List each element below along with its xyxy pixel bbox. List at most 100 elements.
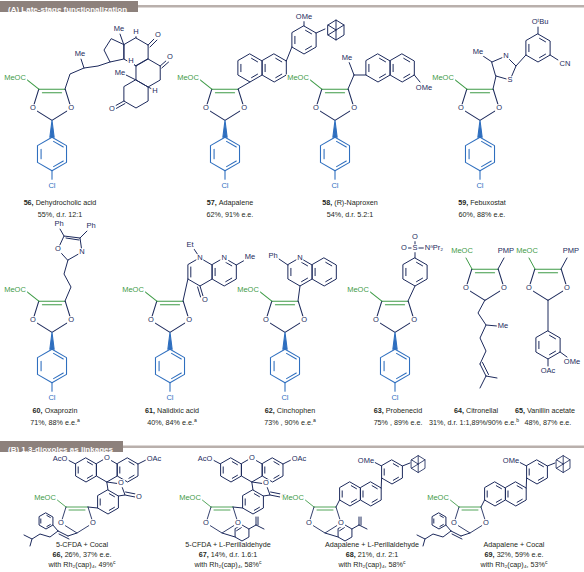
caption-line: 56,Dehydrocholic acid (24, 199, 97, 207)
atom-label: H (132, 28, 139, 36)
caption-text: Adapalene + Cocal (484, 540, 545, 549)
atom-label: O (248, 454, 256, 462)
atom-label: OAc (291, 455, 308, 463)
atom-label: S (506, 76, 513, 84)
caption-text: 62%, 91% e.e. (207, 210, 254, 219)
caption-text: 26%, 37% e.e. (65, 550, 112, 559)
caption-text: Citronellal (466, 406, 498, 415)
header-text: (B) 1,3-dioxoles as linkages (8, 445, 113, 454)
atom-label: MeOC (431, 74, 455, 82)
atom-label: Me (114, 69, 126, 77)
adapalene-fragment (336, 456, 425, 507)
atom-label: S (411, 244, 418, 252)
dioxole-core (449, 499, 486, 533)
compound-number: 60, (33, 406, 43, 415)
compound-number: 69, (485, 550, 495, 559)
atom-label: OAc (540, 367, 557, 375)
atom-label: O (563, 284, 571, 292)
caption-line: 60,Oxaprozin (33, 407, 78, 415)
atom-label: N (220, 254, 227, 262)
dioxole-ring (529, 269, 567, 300)
atom-label: MeOC (515, 247, 539, 255)
atom-label: O (29, 317, 37, 325)
dioxole-core (201, 499, 238, 533)
atom-label: O (500, 284, 508, 292)
atom-label: OMe (415, 84, 433, 92)
section-header: (B) 1,3-dioxoles as linkages (0, 441, 123, 452)
atom-label: Cl (390, 394, 399, 402)
caption-text: 21%, d.r. 2:1 (358, 550, 398, 559)
caption-line: 58,(R)-Naproxen (322, 199, 378, 207)
atom-label: O (201, 296, 209, 304)
footnote-mark: a (77, 417, 80, 423)
caption-line: 31%, d.r. 1:1,89%/90% e.e.b (429, 419, 519, 427)
atom-label: O (411, 233, 419, 241)
caption-line: 73% , 90% e.e.a (264, 419, 316, 427)
caption-line: with Rh₂(cap)₄, 49%c (49, 561, 116, 569)
atom-label: Ph (53, 220, 64, 228)
caption-line: 54%, d.r. 5.2:1 (327, 211, 373, 219)
atom-label: Me (244, 253, 256, 261)
caption-line: 71%, 88% e.e.a (30, 419, 80, 427)
atom-label: O (202, 519, 210, 527)
caption-text: 73% , 90% e.e. (264, 418, 313, 427)
caption-text: 14%, d.r. 1.6:1 (211, 550, 257, 559)
atom-label: O (262, 479, 270, 487)
atom-label: OᵗBu (531, 18, 550, 26)
atom-label: OMe (357, 457, 375, 465)
caption-text: 60%, 88% e.e. (459, 210, 506, 219)
naproxen-fragment (348, 54, 420, 89)
atom-label: O (147, 317, 155, 325)
compound-number: 67, (199, 550, 209, 559)
cyclohexenyl-fragment (222, 517, 264, 541)
atom-label: O (400, 244, 408, 252)
caption-line: 75% , 89% e.e. (374, 419, 423, 427)
caption-line: 64,Citronellal (454, 407, 498, 415)
atom-label: O (525, 284, 533, 292)
caption-text: Dehydrocholic acid (36, 198, 97, 207)
atom-label: MeOC (121, 286, 145, 294)
caption-text: Cinchophen (277, 406, 315, 415)
vanillin-fragment (536, 258, 567, 366)
fluorescein-fragment (68, 458, 146, 514)
atom-label: O (67, 317, 75, 325)
atom-label: O (457, 105, 465, 113)
caption-line: 5-CFDA + Cocal (56, 541, 108, 549)
atom-label: O (337, 519, 345, 527)
atom-label: O (350, 105, 358, 113)
caption-line: 60%, 88% e.e. (459, 211, 506, 219)
caption-line: 55%, d.r. 12:1 (38, 211, 82, 219)
atom-label: PMP (497, 247, 515, 255)
caption-line: 68,21%, d.r. 2:1 (346, 551, 398, 559)
caption-line: Adapalene + L-Perillaldehyde (325, 541, 419, 549)
caption-line: 62%, 91% e.e. (207, 211, 254, 219)
caption-text: with Rh₂(cap)₄, 58% (339, 560, 403, 569)
caption-text: 54%, d.r. 5.2:1 (327, 210, 373, 219)
atom-label: Cl (475, 182, 484, 190)
caption-text: with Rh₂(cap)₄, 49% (49, 560, 113, 569)
atom-label: O (300, 317, 308, 325)
caption-text: 40%, 84% e.e. (147, 418, 194, 427)
atom-label: Cl (220, 182, 229, 190)
febuxostat-fragment (483, 27, 558, 89)
section-header: (A) Late-stage functionalization (0, 1, 138, 12)
atom-label: MeOC (426, 494, 450, 502)
caption-text: 5-CFDA + Cocal (56, 540, 108, 549)
oxaprozin-fragment (58, 229, 87, 301)
caption-text: 31%, d.r. 1:1,89%/90% e.e. (429, 418, 516, 427)
cyclohexenyl-fragment (325, 517, 367, 541)
atom-label: N (78, 248, 85, 256)
atom-label: O (67, 105, 75, 113)
alkenyl-fragment (417, 513, 470, 546)
dioxole-core (260, 292, 304, 392)
footnote-mark: a (194, 417, 197, 423)
footnote-mark: b (516, 417, 519, 423)
caption-text: 5-CFDA + L-Perillaldehyde (185, 540, 270, 549)
atom-label: O (410, 317, 418, 325)
caption-text: Nalidixic acid (157, 406, 199, 415)
compound-number: 64, (454, 406, 464, 415)
atom-label: Ph (267, 252, 278, 260)
atom-label: MeOC (236, 286, 260, 294)
atom-label: O (312, 105, 320, 113)
